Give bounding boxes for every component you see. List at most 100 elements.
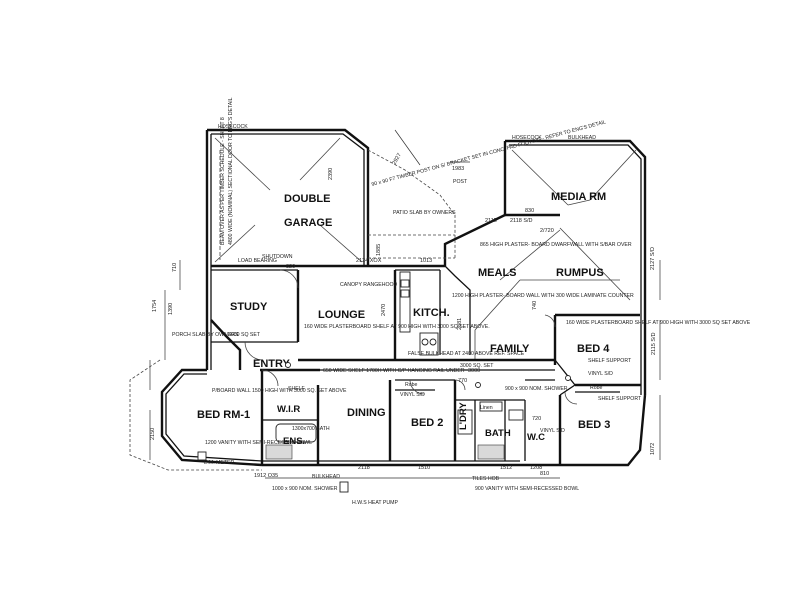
note-vanity-bath: 900 VANITY WITH SEMI-RECESSED BOWL [475, 486, 579, 492]
laundry-tub [457, 409, 473, 435]
symbols [197, 362, 571, 493]
label-garage: GARAGE [284, 217, 332, 229]
label-robe-bed2: Robe [405, 382, 418, 388]
smoke-detector-icon [475, 382, 481, 388]
note-vinyl-bed3: VINYL S/D [540, 428, 565, 434]
dim-1013: 1013 [420, 258, 432, 264]
dim-2118: 2118 S/D [510, 218, 533, 224]
label-study: STUDY [230, 301, 268, 313]
label-double: DOUBLE [284, 193, 330, 205]
note-bath-size: 1300x700 BATH [292, 426, 330, 432]
meter-box-icon [197, 451, 207, 461]
dim-1208: 1208 [530, 465, 542, 471]
dim-770: 770 [458, 378, 467, 384]
dim-1885: 1885 [376, 244, 382, 256]
label-dining: DINING [347, 407, 386, 419]
note-timber-post: 90 x 90 F7 TIMBER POST ON S/ BRACKET SET… [371, 119, 607, 188]
dim-1983: 1983 [452, 166, 464, 172]
note-shelf-dining: 650 WIDE SHELF 1700H WITH C/P HANGING RA… [323, 368, 465, 374]
dim-2118b: 2118 [358, 465, 370, 471]
note-plasterboard-lounge: 160 WIDE PLASTERBOARD SHELF AT 900 HIGH … [304, 324, 490, 330]
dim-2927: 2927 [392, 152, 403, 166]
note-bulkhead-bottom: BULKHEAD [312, 474, 340, 480]
note-shower-bath: 900 x 900 NOM. SHOWER [505, 386, 568, 392]
garage-hip-lines [214, 137, 363, 263]
label-entry: ENTRY [253, 358, 291, 370]
dim-2390: 2390 [328, 168, 334, 180]
note-plaster-entry: P/BOARD WALL 1500 HIGH WITH 3000 SQ. SET… [212, 388, 347, 394]
dim-720: 720 [532, 416, 541, 422]
dim-2115: 2115 [485, 218, 497, 224]
note-shelf-support-bed3: SHELF SUPPORT [598, 396, 642, 402]
wet-areas [265, 401, 524, 460]
dim-2470: 2470 [381, 304, 387, 316]
note-meter: E.M. METER [204, 460, 235, 466]
note-hws: H.W.S HEAT PUMP [352, 500, 398, 506]
wc-toilet [508, 409, 524, 421]
note-plaster-meals: 865 HIGH PLASTER- BOARD DWARFWALL WITH S… [480, 242, 632, 248]
label-bed4: BED 4 [577, 343, 610, 355]
note-vinyl-bed2: VINYL S/D [400, 392, 425, 398]
label-rumpus: RUMPUS [556, 267, 604, 279]
label-kitch: KITCH. [413, 307, 450, 319]
label-lounge: LOUNGE [318, 309, 365, 321]
media-hip-lines [474, 149, 637, 360]
internal-walls [210, 264, 641, 465]
note-canopy: CANOPY RANGEHOOD [340, 282, 398, 288]
note-study-set: 3000 SQ SET [228, 332, 261, 338]
smoke-detector-icon [285, 362, 291, 368]
note-garage-door: 4800 WIDE (NOMINAL) SECTIONAL DOOR TO EN… [228, 97, 234, 245]
dim-830: 830 [525, 208, 534, 214]
dim-2115s: 2115 S/D [651, 332, 657, 355]
label-bed2: BED 2 [411, 417, 443, 429]
note-dwarf-wall: 1200 HIGH PLASTER- BOARD WALL WITH 300 W… [452, 293, 634, 299]
ens-bath [275, 423, 317, 443]
dim-2127: 2127 S/D [650, 247, 656, 270]
dim-1072: 1072 [650, 443, 656, 455]
dim-2881: 2881 [457, 318, 463, 330]
label-media-rm: MEDIA RM [551, 191, 606, 203]
label-bath: BATH [485, 428, 511, 439]
dim-3000: 3000 [468, 368, 480, 374]
bath-shower-tile [477, 444, 505, 460]
note-bulkhead-top: BULKHEAD [568, 135, 596, 141]
note-porch: PORCH SLAB BY OWNERS [172, 332, 239, 338]
dim-1390: 1390 [168, 303, 174, 315]
dim-1912: 1912 O35 [254, 473, 278, 479]
note-sq-set-family: 3000 SQ. SET [460, 363, 494, 369]
label-wir: W.I.R [277, 404, 300, 415]
dim-710: 710 [172, 263, 178, 272]
note-post: POST [453, 179, 468, 185]
label-robe-bed3: Robe [590, 385, 603, 391]
dim-740: 740 [532, 301, 538, 310]
label-family: FAMILY [490, 343, 530, 355]
note-hosecock-left: HOSECOCK [218, 124, 248, 130]
note-shutdown: SHUTDOWN [262, 254, 293, 260]
label-ens: ENS. [283, 436, 305, 447]
note-shelf-support: SHELF SUPPORT [588, 358, 632, 364]
note-vinyl-bed4: VINYL S/D [588, 371, 613, 377]
room-labels: DOUBLE GARAGE MEDIA RM MEALS RUMPUS STUD… [197, 191, 610, 447]
door-swings [244, 269, 578, 405]
note-nom-shower: 1000 x 900 NOM. SHOWER [272, 486, 338, 492]
dim-1512: 1512 [500, 465, 512, 471]
hws-unit-icon [339, 481, 349, 493]
dimension-labels: 2390 2927 1983 2118 S/D 830 2115 2/720 2… [150, 152, 657, 479]
note-patio: PATIO SLAB BY OWNERS [393, 210, 456, 216]
dim-810: 810 [540, 471, 549, 477]
note-load-bearing: LOAD BEARING [238, 258, 277, 264]
patio-outline [129, 149, 456, 471]
dimension-lines [149, 129, 661, 479]
note-false-bulkhead: FALSE BULKHEAD AT 2400 ABOVE REF. SPACE [408, 351, 525, 357]
note-shelf: SHELF [288, 386, 305, 392]
dim-2150: 2150 [150, 428, 156, 440]
dim-1754: 1754 [152, 300, 158, 312]
label-meals: MEALS [478, 267, 517, 279]
label-bed-rm1: BED RM-1 [197, 409, 250, 421]
dim-2124: 2124 XOX [356, 258, 382, 264]
linen-shelf [479, 401, 503, 412]
dim-820: 820 [286, 264, 295, 270]
note-beam: BEAM OVER AS PER TIMBER SCHEDULE - SHEET… [220, 117, 226, 245]
ens-shower-tile [265, 444, 293, 460]
